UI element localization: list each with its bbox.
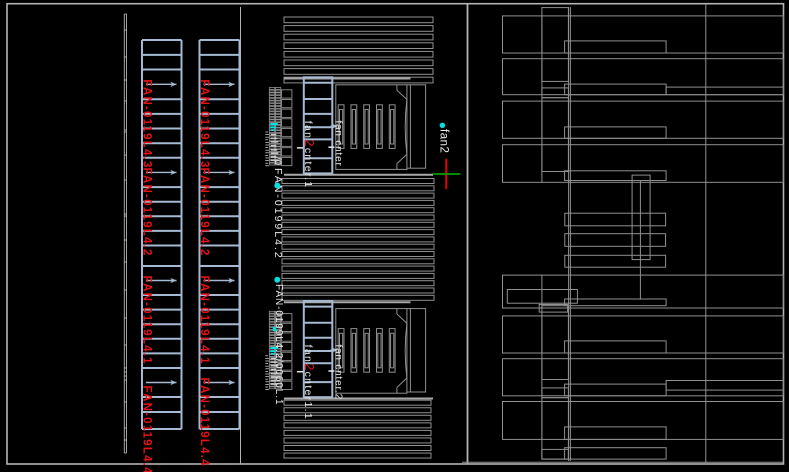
- svg-text:FAN-0119L4.2: FAN-0119L4.2: [198, 167, 210, 256]
- svg-text:FAN-0119L4.1: FAN-0119L4.1: [198, 276, 210, 365]
- svg-text:FAN-0119L4.4: FAN-0119L4.4: [198, 378, 210, 467]
- svg-text:FAN-0119L4.1: FAN-0119L4.1: [141, 276, 153, 365]
- svg-text:FAN-0119L4.4: FAN-0119L4.4: [141, 386, 153, 472]
- svg-text:fan cnter: fan cnter: [332, 121, 343, 167]
- svg-text:fan2: fan2: [438, 129, 450, 153]
- svg-text:FAN-0199L4.2/0060L.1: FAN-0199L4.2/0060L.1: [273, 284, 284, 405]
- svg-text:FAN-0119L4.3: FAN-0119L4.3: [198, 79, 210, 168]
- svg-text:/0: /0: [273, 157, 283, 166]
- svg-text:FAN-0199L4.2: FAN-0199L4.2: [272, 168, 284, 260]
- svg-text:fan cnter.2: fan cnter.2: [332, 345, 343, 401]
- svg-text:fan2cnter1.1: fan2cnter1.1: [302, 345, 317, 420]
- svg-text:FAN-0119L4.3: FAN-0119L4.3: [141, 79, 153, 168]
- svg-text:fan2cnter.1: fan2cnter.1: [302, 121, 317, 189]
- svg-text:FAN-0119L4.2: FAN-0119L4.2: [141, 167, 153, 256]
